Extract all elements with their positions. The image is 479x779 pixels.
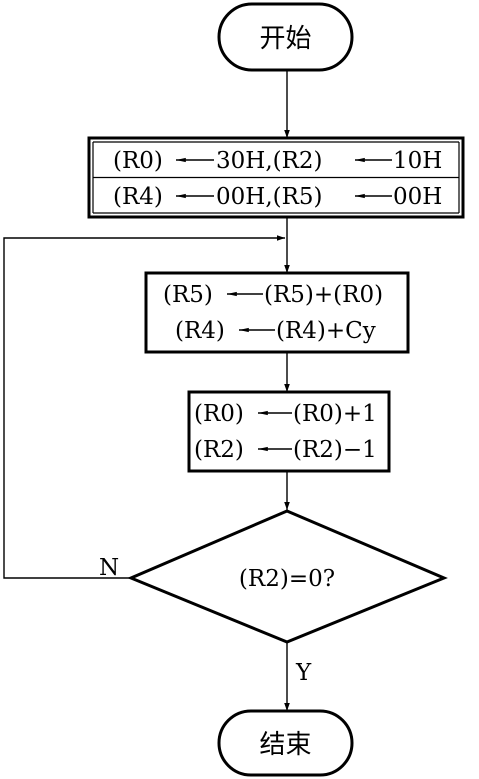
init-line2-dest: (R4)	[113, 184, 163, 210]
update-box	[187, 390, 391, 473]
decision-condition: (R2)=0?	[239, 566, 335, 592]
init-line2-mid: 00H,(R5)	[216, 184, 323, 210]
init-line1-src: 10H	[393, 148, 442, 174]
init-line1-mid: 30H,(R2)	[216, 148, 323, 174]
end-terminal	[217, 709, 354, 777]
yes-label: Y	[295, 660, 312, 686]
upd-line1-src: (R0)+1	[293, 401, 377, 427]
acc-line1-src: (R5)+(R0)	[264, 282, 383, 308]
acc-line2-dest: (R4)	[175, 318, 225, 344]
no-label: N	[99, 555, 119, 581]
start-label: 开始	[259, 24, 311, 54]
init-box	[87, 136, 465, 219]
loop-back-line	[3, 235, 285, 579]
accumulate-box	[144, 271, 410, 354]
acc-line1-dest: (R5)	[163, 282, 213, 308]
end-label: 结束	[259, 730, 311, 760]
upd-line2-dest: (R2)	[194, 437, 244, 463]
start-terminal	[217, 2, 354, 72]
upd-line2-src: (R2)−1	[293, 437, 377, 463]
init-line1-dest: (R0)	[113, 148, 163, 174]
init-line2-src: 00H	[393, 184, 442, 210]
acc-line2-src: (R4)+Cy	[276, 318, 376, 344]
upd-line1-dest: (R0)	[194, 401, 244, 427]
